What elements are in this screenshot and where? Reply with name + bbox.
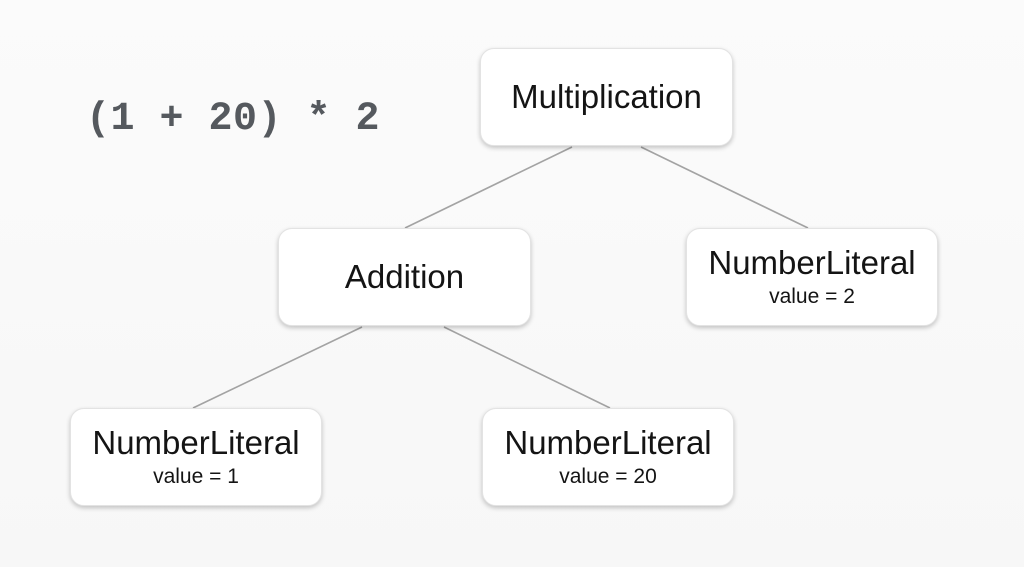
node-number-literal-20-value: value = 20 bbox=[559, 465, 657, 488]
edge-addition-literal-20 bbox=[443, 326, 611, 409]
node-number-literal-1-title: NumberLiteral bbox=[92, 424, 300, 461]
node-number-literal-1: NumberLiteral value = 1 bbox=[70, 408, 322, 506]
source-expression: (1 + 20) * 2 bbox=[86, 97, 381, 142]
node-number-literal-2-value: value = 2 bbox=[769, 285, 855, 308]
node-number-literal-1-value: value = 1 bbox=[153, 465, 239, 488]
edge-addition-literal-1 bbox=[192, 326, 363, 409]
node-multiplication: Multiplication bbox=[480, 48, 733, 146]
edge-multiplication-literal-2 bbox=[640, 146, 809, 229]
node-multiplication-title: Multiplication bbox=[511, 78, 702, 115]
node-number-literal-2-title: NumberLiteral bbox=[708, 244, 916, 281]
node-addition: Addition bbox=[278, 228, 531, 326]
node-number-literal-20: NumberLiteral value = 20 bbox=[482, 408, 734, 506]
node-number-literal-20-title: NumberLiteral bbox=[504, 424, 712, 461]
node-addition-title: Addition bbox=[344, 258, 465, 295]
node-number-literal-2: NumberLiteral value = 2 bbox=[686, 228, 938, 326]
edge-multiplication-addition bbox=[404, 146, 573, 229]
